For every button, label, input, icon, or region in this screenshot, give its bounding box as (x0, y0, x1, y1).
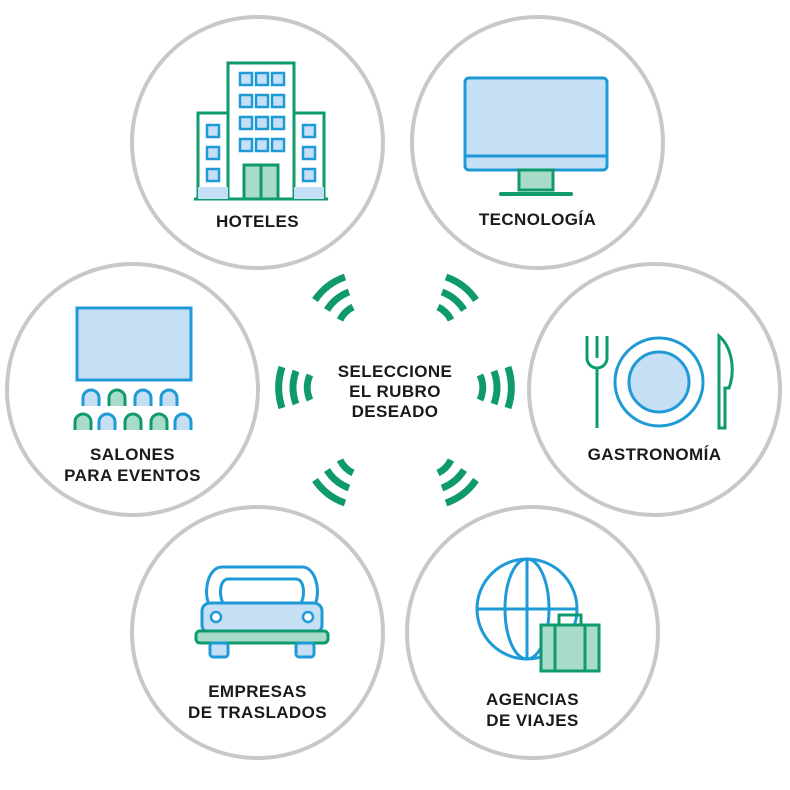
wave-top-left-icon (312, 273, 355, 322)
hotel-building-icon (194, 61, 328, 201)
sector-hoteles[interactable]: HOTELES (130, 15, 385, 270)
plate-cutlery-icon (585, 332, 734, 430)
wave-right-icon (476, 365, 515, 410)
center-line-1: SELECCIONE (337, 362, 453, 381)
label-line: PARA EVENTOS (64, 466, 201, 485)
label-line: DE TRASLADOS (188, 703, 327, 722)
sector-gastronomia[interactable]: GASTRONOMÍA (527, 262, 782, 517)
sector-label: EMPRESAS DE TRASLADOS (134, 681, 381, 723)
monitor-icon (463, 76, 609, 196)
sector-label: TECNOLOGÍA (414, 209, 661, 230)
sector-agencias[interactable]: AGENCIAS DE VIAJES (405, 505, 660, 760)
sector-tecnologia[interactable]: TECNOLOGÍA (410, 15, 665, 270)
sector-label: SALONES PARA EVENTOS (9, 444, 256, 486)
sector-label: GASTRONOMÍA (531, 444, 778, 465)
label-line: TECNOLOGÍA (478, 210, 597, 229)
sector-label: HOTELES (134, 211, 381, 232)
center-prompt: SELECCIONE EL RUBRO DESEADO (315, 362, 475, 422)
wave-bottom-left-icon (312, 458, 355, 507)
sector-label: AGENCIAS DE VIAJES (409, 689, 656, 731)
label-line: DE VIAJES (486, 711, 579, 730)
wave-top-right-icon (436, 273, 479, 322)
sector-salones[interactable]: SALONES PARA EVENTOS (5, 262, 260, 517)
label-line: GASTRONOMÍA (587, 445, 722, 464)
globe-suitcase-icon (475, 557, 601, 673)
label-line: HOTELES (215, 212, 300, 231)
car-icon (194, 565, 330, 659)
center-line-3: DESEADO (351, 402, 439, 421)
wave-left-icon (275, 365, 314, 410)
label-line: SALONES (90, 445, 175, 464)
label-line: EMPRESAS (208, 682, 307, 701)
event-hall-icon (73, 306, 193, 430)
sector-empresas[interactable]: EMPRESAS DE TRASLADOS (130, 505, 385, 760)
center-line-2: EL RUBRO (349, 382, 441, 401)
wave-bottom-right-icon (436, 458, 479, 507)
label-line: AGENCIAS (486, 690, 579, 709)
